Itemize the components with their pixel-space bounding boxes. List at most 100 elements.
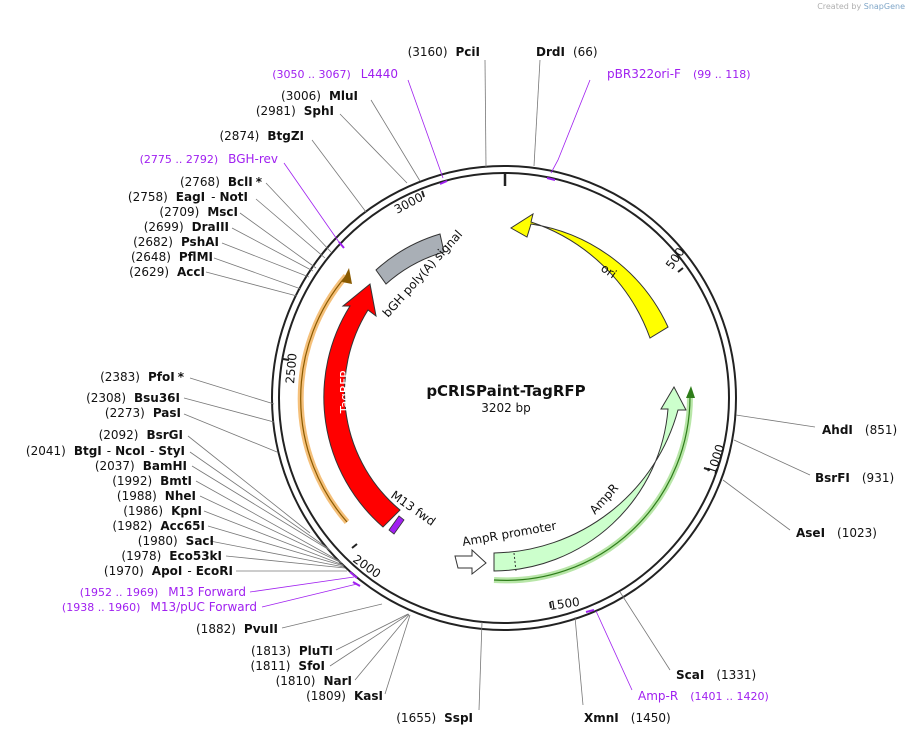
site-mlui[interactable]: (3006)MluI: [281, 89, 358, 103]
leader-l4440: [407, 79, 444, 179]
leader-bsrfi: [733, 439, 811, 476]
site-pluti[interactable]: (1813)PluTI: [251, 644, 333, 658]
primer-pbr322ori-mark: [546, 177, 556, 181]
site-bmti[interactable]: (1992)BmtI: [112, 474, 192, 488]
site-kasi[interactable]: (1809)KasI: [306, 689, 383, 703]
leader-pcii: [484, 59, 487, 168]
m13-fwd-feature[interactable]: [388, 515, 405, 535]
right-site-labels: DrdI(66) pBR322ori-F(99 .. 118) AhdI(851…: [536, 45, 897, 725]
ampr-promoter-label: AmpR promoter: [461, 519, 557, 549]
orange-feature-arrowhead: [342, 268, 352, 284]
site-saci[interactable]: (1980)SacI: [138, 534, 214, 548]
leader-nari: [354, 614, 410, 681]
site-pfoi[interactable]: (2383)PfoI*: [100, 370, 185, 384]
bgh-polya-feature[interactable]: [375, 233, 445, 285]
site-bamhi[interactable]: (2037)BamHI: [95, 459, 187, 473]
leader-m13-forward: [249, 576, 355, 593]
site-kpni[interactable]: (1986)KpnI: [123, 504, 202, 518]
site-pvuii[interactable]: (1882)PvuII: [196, 622, 278, 636]
leader-pbr322ori-f: [550, 79, 591, 174]
site-draiii[interactable]: (2699)DraIII: [144, 220, 229, 234]
primer-amp-r-mark: [585, 609, 595, 613]
tick-500-label: 500: [663, 245, 688, 272]
tick-500-mark: [677, 267, 684, 273]
tick-2500-label: 2500: [283, 353, 300, 385]
tick-2500-mark: [282, 358, 290, 361]
leader-pvuii: [281, 603, 383, 629]
site-xmni[interactable]: XmnI(1450): [584, 711, 671, 725]
leader-bsrgi: [187, 435, 311, 534]
snapgene-credit: Created by SnapGene: [817, 2, 905, 11]
site-nhei[interactable]: (1988)NheI: [117, 489, 196, 503]
site-bcli[interactable]: (2768)BclI*: [180, 175, 263, 189]
ori-feature[interactable]: [510, 212, 669, 339]
leader-btgzi: [311, 139, 367, 213]
leader-pflmi: [213, 257, 302, 290]
ampr-feature[interactable]: [493, 385, 687, 572]
site-bsrfi[interactable]: BsrFI(931): [815, 471, 894, 485]
site-nari[interactable]: (1810)NarI: [276, 674, 352, 688]
site-l4440[interactable]: (3050 .. 3067)L4440: [272, 67, 398, 81]
site-pshai[interactable]: (2682)PshAI: [133, 235, 219, 249]
site-m13-puc-forward[interactable]: (1938 .. 1960)M13/pUC Forward: [62, 600, 257, 614]
site-sphi[interactable]: (2981)SphI: [256, 104, 334, 118]
leader-bsu36i: [183, 397, 275, 423]
site-pcii[interactable]: (3160)PciI: [408, 45, 480, 59]
tick-1500-label: 1500: [548, 595, 580, 613]
site-sspi[interactable]: (1655)SspI: [396, 711, 473, 725]
left-leader-lines: [183, 59, 487, 711]
site-ahdi[interactable]: AhdI(851): [822, 423, 897, 437]
ampr-cds-arrowhead: [686, 386, 695, 398]
right-leader-lines: [533, 59, 816, 706]
leader-bcli: [265, 182, 332, 253]
tagrfp-feature[interactable]: [323, 283, 401, 528]
leader-pshai: [221, 242, 310, 278]
credit-prefix: Created by: [817, 2, 862, 11]
site-msci[interactable]: (2709)MscI: [159, 205, 238, 219]
site-acci[interactable]: (2629)AccI: [129, 265, 205, 279]
leader-kpni: [203, 510, 344, 566]
backbone-outer: [271, 165, 737, 631]
leader-kasi: [384, 614, 411, 695]
ampr-promoter-feature[interactable]: [454, 548, 487, 576]
leader-asei: [722, 479, 791, 531]
tick-3000-mark: [421, 190, 425, 198]
site-eagi-noti[interactable]: (2758)EagI-NotI: [128, 190, 248, 204]
site-amp-r[interactable]: Amp-R(1401 .. 1420): [638, 689, 769, 703]
site-bsrgi[interactable]: (2092)BsrGI: [99, 428, 183, 442]
site-eco53ki[interactable]: (1978)Eco53kI: [121, 549, 222, 563]
site-asei[interactable]: AseI(1023): [796, 526, 877, 540]
leader-btgi: [189, 451, 330, 550]
site-pbr322ori-f[interactable]: pBR322ori-F(99 .. 118): [607, 67, 751, 81]
site-bgh-rev[interactable]: (2775 .. 2792)BGH-rev: [140, 152, 278, 166]
leader-eagi-noti: [255, 198, 326, 259]
site-sfoi[interactable]: (1811)SfoI: [251, 659, 325, 673]
leader-ahdi: [735, 414, 816, 428]
leader-sspi: [478, 621, 483, 711]
leader-mlui: [370, 99, 421, 182]
leader-acci: [205, 271, 298, 297]
leader-pfoi: [189, 377, 275, 405]
site-pflmi[interactable]: (2648)PflMI: [131, 250, 213, 264]
site-apoi-ecori[interactable]: (1970)ApoI-EcoRI: [104, 564, 233, 578]
tagrfp-label: TagRFP: [338, 371, 352, 415]
leader-msci: [239, 212, 317, 269]
leader-eco53ki: [225, 555, 346, 569]
site-btgi-ncoi-styi[interactable]: (2041)BtgI-NcoI-StyI: [26, 444, 185, 458]
site-drdi[interactable]: DrdI(66): [536, 45, 598, 59]
site-acc65i[interactable]: (1982)Acc65I: [112, 519, 205, 533]
site-bsu36i[interactable]: (2308)Bsu36I: [86, 391, 180, 405]
site-pasi[interactable]: (2273)PasI: [105, 406, 181, 420]
tick-1000-mark: [703, 467, 711, 471]
ampr-cds-line: [493, 394, 691, 581]
site-m13-forward[interactable]: (1952 .. 1969)M13 Forward: [80, 585, 246, 599]
leader-xmni: [574, 616, 584, 706]
leader-bmti: [195, 480, 342, 563]
site-btgzi[interactable]: (2874)BtgZI: [219, 129, 304, 143]
leader-drdi: [533, 59, 541, 167]
leader-nhei: [199, 495, 343, 564]
site-scai[interactable]: ScaI(1331): [676, 668, 756, 682]
leader-pasi: [183, 413, 278, 453]
orange-feature-line: [300, 275, 348, 523]
